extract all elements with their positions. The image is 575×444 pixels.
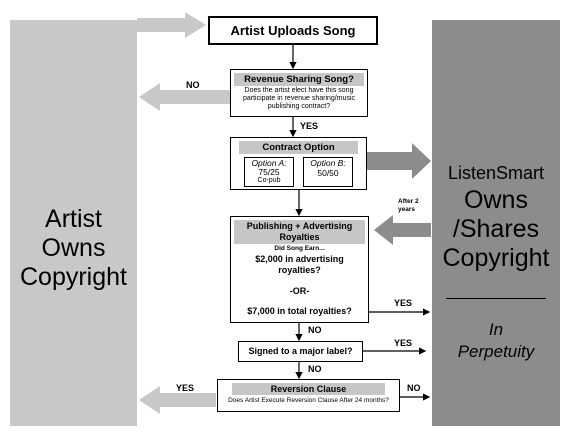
arrow-reversion-yes: [139, 386, 216, 414]
label-revenue-no: NO: [186, 80, 200, 90]
upload-box: Artist Uploads Song: [208, 16, 378, 45]
major-label-title: Signed to a major label?: [248, 346, 353, 356]
listensmart-brand: ListenSmart: [447, 163, 545, 183]
option-b-split: 50/50: [317, 168, 339, 178]
contract-title: Contract Option: [239, 141, 358, 154]
arrow-listensmart-to-publishing: [374, 215, 431, 245]
option-a-note: Co-pub: [257, 177, 281, 184]
label-publishing-no: NO: [308, 325, 322, 335]
label-major-no: NO: [308, 364, 322, 374]
copyright-line: Copyright: [20, 263, 127, 291]
publishing-box: Publishing + Advertising Royalties Did S…: [230, 216, 369, 323]
option-b-name: Option B:: [310, 158, 346, 168]
reversion-title: Reversion Clause: [232, 383, 385, 395]
label-publishing-yes: YES: [394, 298, 413, 308]
arrow-revenue-no: [139, 83, 230, 111]
label-revenue-yes: YES: [300, 121, 319, 131]
artist-owns-column: Artist Owns Copyright: [10, 20, 137, 426]
revenue-box: Revenue Sharing Song? Does the artist el…: [230, 69, 368, 117]
option-a-split: 75/25: [258, 167, 280, 177]
publishing-title: Publishing + Advertising Royalties: [234, 220, 365, 244]
publishing-or: -OR-: [289, 286, 310, 296]
in-line: In: [488, 320, 504, 339]
reversion-box: Reversion Clause Does Artist Execute Rev…: [217, 379, 400, 412]
revenue-desc: Does the artist elect have this song par…: [242, 87, 356, 110]
artist-owns-copyright-label: Artist Owns Copyright: [10, 205, 137, 292]
label-after-years: After 2 years: [398, 198, 419, 213]
column-divider: [446, 298, 546, 299]
contract-box: Contract Option Option A: 75/25 Co-pub O…: [230, 137, 367, 190]
publishing-line1: $2,000 in advertising royalties?: [255, 254, 344, 275]
perpetuity-line: Perpetuity: [457, 342, 535, 361]
shares-line: /Shares: [452, 215, 540, 243]
arrow-into-upload: [137, 12, 206, 38]
artist-line: Artist: [45, 205, 102, 233]
label-reversion-yes: YES: [176, 383, 195, 393]
publishing-line2: $7,000 in total royalties?: [247, 306, 352, 316]
publishing-prompt: Did Song Earn...: [274, 245, 325, 252]
reversion-desc: Does Artist Execute Reversion Clause Aft…: [228, 397, 389, 404]
major-label-box: Signed to a major label?: [238, 341, 363, 362]
owns-line: Owns: [464, 186, 528, 214]
option-b-box: Option B: 50/50: [303, 157, 353, 187]
copyright-line: Copyright: [442, 244, 550, 272]
option-a-box: Option A: 75/25 Co-pub: [244, 157, 294, 187]
listensmart-column: ListenSmart Owns /Shares Copyright In Pe…: [432, 20, 560, 426]
label-major-yes: YES: [394, 338, 413, 348]
upload-title: Artist Uploads Song: [230, 23, 356, 38]
option-a-name: Option A:: [251, 158, 287, 168]
owns-line: Owns: [41, 234, 106, 262]
revenue-title: Revenue Sharing Song?: [234, 73, 364, 86]
listensmart-owns-label: Owns /Shares Copyright: [432, 186, 560, 273]
label-reversion-no: NO: [407, 383, 421, 393]
arrow-contract-to-listensmart: [367, 143, 431, 179]
in-perpetuity-label: In Perpetuity: [432, 319, 560, 363]
